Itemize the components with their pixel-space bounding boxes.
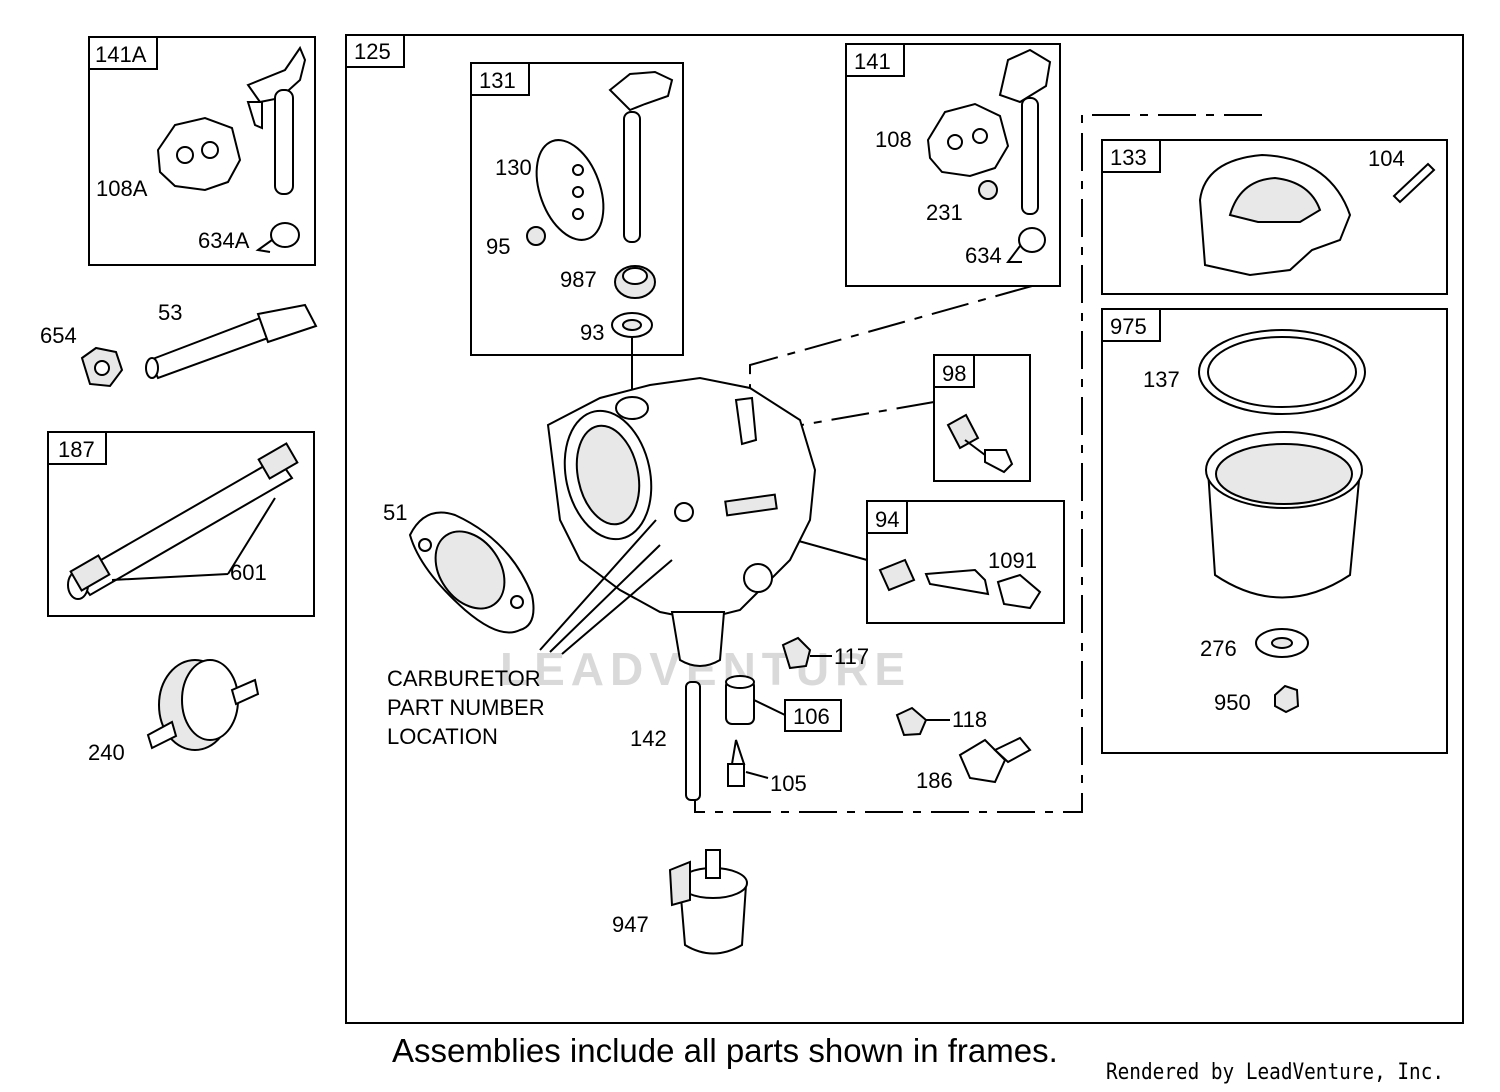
seat-106-icon — [725, 675, 755, 725]
part-label-51: 51 — [383, 500, 407, 525]
frame-label-98: 98 — [942, 361, 966, 386]
washer-276-icon — [1255, 628, 1309, 658]
bushing-987-icon — [614, 265, 656, 299]
frame-131: 131 130 95 987 93 — [470, 62, 684, 356]
spring-634-icon — [1006, 227, 1046, 263]
part-label-142: 142 — [630, 726, 667, 751]
mixture-screw-icon — [924, 568, 990, 596]
hose-clamp-icon — [69, 442, 299, 592]
jet-117-icon — [781, 636, 812, 670]
screw-95-icon — [526, 226, 546, 246]
throttle-plate-icon — [156, 116, 242, 192]
jet-118-icon — [895, 706, 928, 737]
limiter-cap-1091-icon — [996, 573, 1042, 610]
part-label-654: 654 — [40, 323, 77, 348]
frame-125: 125 — [345, 34, 1464, 1024]
frame-975: 975 137 276 950 — [1101, 308, 1448, 754]
float-icon — [1198, 153, 1352, 277]
float-pin-icon — [1392, 162, 1436, 204]
part-label-117: 117 — [834, 644, 869, 669]
frame-label-125: 125 — [354, 39, 391, 64]
part-label-137: 137 — [1143, 367, 1180, 392]
fuel-solenoid-947-icon — [668, 849, 748, 955]
part-label-276: 276 — [1200, 636, 1237, 661]
part-label-106: 106 — [793, 704, 830, 729]
spring-634A-icon — [255, 222, 300, 253]
frame-187: 187 601 — [47, 431, 315, 617]
part-label-130: 130 — [495, 155, 532, 180]
needle-105-icon — [727, 739, 746, 787]
seal-93-icon — [611, 312, 653, 338]
part-label-634A: 634A — [198, 228, 250, 253]
elbow-fitting-186-icon — [958, 736, 1032, 784]
part-label-240: 240 — [88, 740, 125, 765]
frame-94: 94 1091 — [866, 500, 1065, 624]
part-label-601: 601 — [230, 560, 267, 585]
carb-note-line-1: CARBURETOR — [387, 666, 541, 691]
frame-133: 133 104 — [1101, 139, 1448, 295]
gasket-51-icon — [408, 511, 535, 634]
throttle-shaft-icon — [246, 45, 307, 195]
main-nozzle-icon — [685, 681, 701, 801]
part-label-118: 118 — [952, 707, 987, 732]
carb-note-line-3: LOCATION — [387, 724, 498, 749]
part-label-108A: 108A — [96, 176, 148, 201]
part-label-95: 95 — [486, 234, 510, 259]
frame-label-94: 94 — [875, 507, 899, 532]
float-bowl-icon — [1205, 431, 1363, 599]
carb-note-line-2: PART NUMBER — [387, 695, 545, 720]
frame-98: 98 — [933, 354, 1031, 482]
part-label-53: 53 — [158, 300, 182, 325]
frame-label-187: 187 — [58, 437, 95, 462]
choke-plate-icon — [535, 139, 605, 241]
spring-98-icon — [946, 413, 980, 450]
carburetor-body-icon — [546, 376, 817, 667]
gasket-137-icon — [1198, 329, 1366, 415]
footer-note: Assemblies include all parts shown in fr… — [392, 1032, 1058, 1069]
frame-label-975: 975 — [1110, 314, 1147, 339]
frame-141: 141 108 231 634 — [845, 43, 1061, 287]
part-label-108: 108 — [875, 127, 912, 152]
screw-231-icon — [978, 180, 998, 200]
frame-label-141: 141 — [854, 49, 891, 74]
render-credit: Rendered by LeadVenture, Inc. — [1106, 1060, 1445, 1085]
spring-94-icon — [878, 558, 916, 592]
part-label-231: 231 — [926, 200, 963, 225]
throttle-shaft-141-icon — [998, 48, 1052, 215]
part-label-104: 104 — [1368, 146, 1405, 171]
part-label-947: 947 — [612, 912, 649, 937]
choke-shaft-icon — [608, 70, 674, 243]
throttle-plate-108-icon — [926, 102, 1010, 178]
bowl-nut-950-icon — [1274, 684, 1300, 714]
idle-screw-icon — [964, 439, 1014, 474]
nut-654-icon — [80, 346, 124, 388]
part-label-1091: 1091 — [988, 548, 1037, 573]
part-label-105: 105 — [770, 771, 807, 796]
part-label-987: 987 — [560, 267, 597, 292]
part-label-950: 950 — [1214, 690, 1251, 715]
frame-label-141A: 141A — [95, 42, 147, 67]
part-label-186: 186 — [916, 768, 953, 793]
part-label-93: 93 — [580, 320, 604, 345]
frame-label-133: 133 — [1110, 145, 1147, 170]
part-label-634: 634 — [965, 243, 1002, 268]
fuel-shaft-53-icon — [145, 303, 318, 380]
frame-label-131: 131 — [479, 68, 516, 93]
frame-141A: 141A 108A 634A — [88, 36, 316, 266]
fuel-filter-240-icon — [146, 659, 260, 751]
